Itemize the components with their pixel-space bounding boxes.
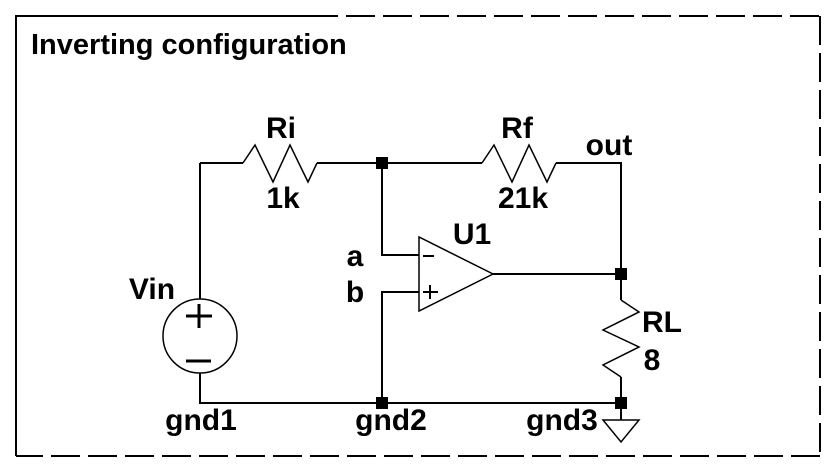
component-resistor-rl: RL 8 (601, 299, 682, 378)
net-labels: a b out gnd1 gnd2 gnd3 (165, 129, 632, 437)
opamp-triangle-symbol (418, 235, 495, 313)
plus-icon (186, 304, 212, 328)
net-label-b: b (346, 276, 364, 309)
junctions (376, 157, 627, 409)
wire-rf-to-out (556, 162, 622, 274)
component-opamp-u1: U1 (418, 218, 495, 313)
net-label-gnd3: gnd3 (526, 404, 598, 437)
resistor-ri-symbol (242, 143, 318, 184)
resistor-ri-name: Ri (266, 112, 296, 145)
wires (199, 162, 622, 420)
plus-icon (423, 285, 438, 299)
ground-icon (601, 419, 641, 444)
resistor-rl-value: 8 (644, 344, 661, 377)
junction-dot-icon (376, 397, 388, 409)
resistor-rf-symbol (481, 143, 557, 184)
net-label-out: out (586, 129, 633, 162)
resistor-rl-name: RL (642, 306, 682, 339)
junction-dot-icon (376, 157, 388, 169)
net-label-a: a (347, 240, 364, 273)
schematic-title: Inverting configuration (31, 29, 347, 61)
junction-dot-icon (615, 268, 627, 280)
resistor-ri-value: 1k (266, 182, 300, 215)
resistor-rf-value: 21k (498, 182, 548, 215)
voltage-source-vin-name: Vin (129, 273, 175, 306)
voltage-source-symbol (162, 298, 238, 374)
opamp-u1-name: U1 (453, 218, 491, 251)
resistor-rf-name: Rf (501, 112, 534, 145)
net-label-gnd2: gnd2 (355, 404, 427, 437)
page-frame (15, 15, 821, 457)
junction-dot-icon (615, 397, 627, 409)
wire-node-b (381, 291, 419, 403)
wire-node-a (381, 163, 419, 256)
component-resistor-ri: Ri 1k (242, 112, 318, 215)
wire-ground-bus (199, 373, 621, 404)
resistor-rl-symbol (601, 299, 641, 378)
component-voltage-source-vin: Vin (129, 273, 238, 374)
net-label-gnd1: gnd1 (165, 404, 237, 437)
component-resistor-rf: Rf 21k (481, 112, 557, 215)
frame-solid-edge (15, 15, 338, 456)
